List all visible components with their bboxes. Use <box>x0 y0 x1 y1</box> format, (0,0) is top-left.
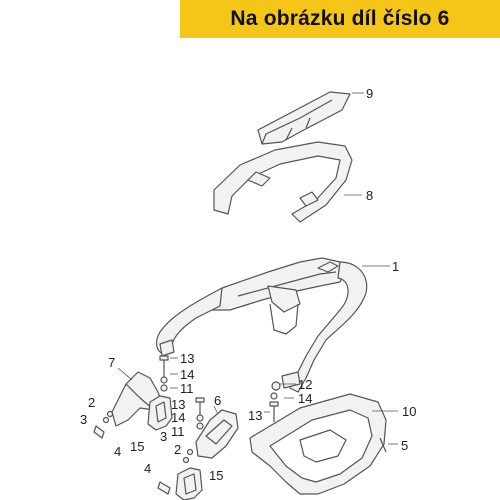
part-10-tray <box>249 393 387 495</box>
part-label-11: 11 <box>171 424 185 439</box>
hardware-nut-11a <box>160 384 168 392</box>
part-6-bracket <box>195 409 239 459</box>
part-label-3: 3 <box>160 429 168 444</box>
part-label-13: 13 <box>248 408 263 423</box>
hardware-bolt-13a <box>159 355 169 378</box>
hardware-nut-12 <box>271 381 281 391</box>
part-8-rail-cover <box>213 141 353 223</box>
part-label-10: 10 <box>402 404 417 419</box>
hardware-bolt-13c <box>269 401 279 422</box>
hardware-screw-4b <box>157 481 171 495</box>
part-label-2: 2 <box>88 395 96 410</box>
part-label-15: 15 <box>209 468 224 483</box>
part-label-14: 14 <box>180 367 195 382</box>
hardware-nut-11b <box>196 422 204 430</box>
hardware-washer-2a <box>106 410 114 418</box>
hardware-washer-3b <box>182 456 190 464</box>
part-label-4: 4 <box>114 444 122 459</box>
part-label-5: 5 <box>401 438 409 453</box>
part-9-cover <box>257 91 351 145</box>
part-label-12: 12 <box>298 377 313 392</box>
part-label-9: 9 <box>366 86 374 101</box>
part-15-clamp-upper <box>147 395 173 431</box>
hardware-screw-5 <box>379 437 387 453</box>
part-label-6: 6 <box>214 393 222 408</box>
part-label-4: 4 <box>144 461 152 476</box>
part-label-8: 8 <box>366 188 374 203</box>
leader-lines <box>117 92 398 445</box>
banner-title: Na obrázku díl číslo 6 <box>230 7 450 30</box>
part-label-3: 3 <box>80 412 88 427</box>
hardware-washer-3a <box>102 416 110 424</box>
hardware-washer-2b <box>186 448 194 456</box>
hardware-washer-14c <box>270 392 278 400</box>
part-label-13: 13 <box>180 351 195 366</box>
part-label-2: 2 <box>174 442 182 457</box>
part-label-13: 13 <box>171 397 186 412</box>
part-label-7: 7 <box>108 355 116 370</box>
hardware-bolt-13b <box>195 397 205 416</box>
part-label-14: 14 <box>171 410 186 425</box>
hardware-washer-14a <box>160 376 168 384</box>
hardware-screw-4a <box>93 425 105 439</box>
part-label-15: 15 <box>130 439 145 454</box>
part-label-11: 11 <box>180 381 194 396</box>
part-15-clamp-lower <box>175 467 203 500</box>
part-label-14: 14 <box>298 391 313 406</box>
part-label-1: 1 <box>392 259 400 274</box>
hardware-washer-14b <box>196 414 204 422</box>
part-1-rack-frame <box>155 257 368 393</box>
highlight-banner: Na obrázku díl číslo 6 <box>180 0 500 38</box>
